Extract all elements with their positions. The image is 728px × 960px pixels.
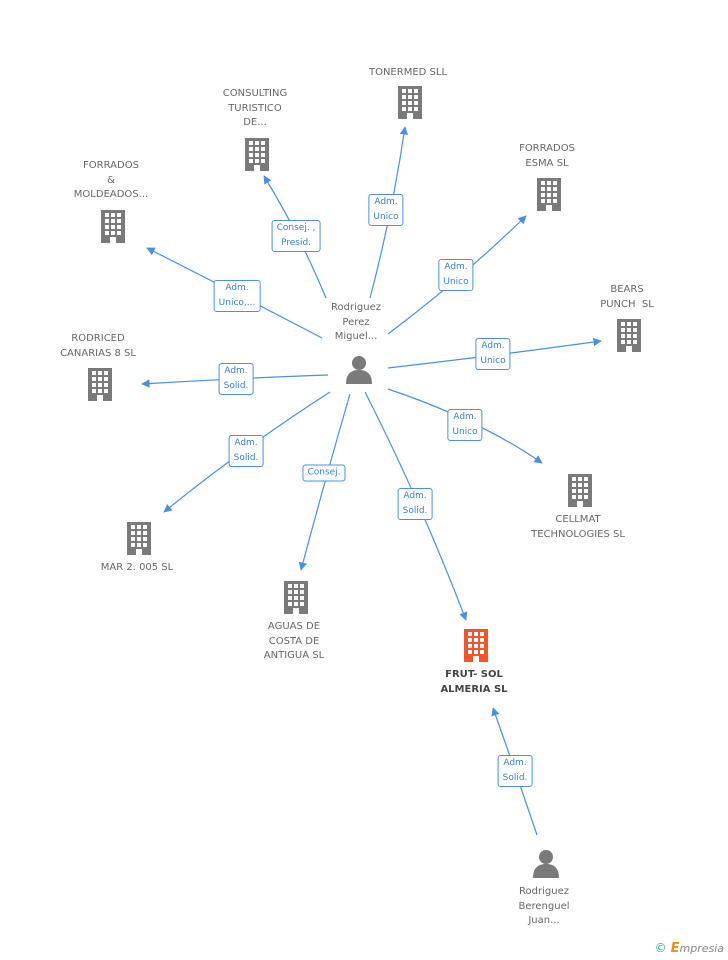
building-icon-forrados-moldeados[interactable] [98,209,128,247]
building-icon-cellmat[interactable] [565,473,595,511]
empresia-logo: ©Empresia [654,941,724,956]
node-label-aguas[interactable]: AGUAS DE COSTA DE ANTIGUA SL [263,621,325,661]
edge-role-label[interactable]: Adm. Unico,... [213,280,261,312]
edge-role-label[interactable]: Adm. Unico [438,259,474,291]
node-label-mar2005[interactable]: MAR 2. 005 SL [100,562,174,573]
edge-rodriguez-perez-to-aguas [298,393,351,571]
edge-role-label[interactable]: Adm. Unico [447,409,483,441]
edge-role-label[interactable]: Adm. Solid. [497,755,533,787]
edge-role-label[interactable]: Adm. Solid. [228,435,264,467]
building-icon-mar2005[interactable] [124,521,154,559]
person-icon-rodriguez-perez[interactable] [344,355,374,389]
edge-role-label[interactable]: Adm. Solid. [397,488,433,520]
edge-role-label[interactable]: Consej. , Presid. [271,220,321,252]
node-label-rodriced[interactable]: RODRICED CANARIAS 8 SL [60,333,136,359]
building-icon-frutsol[interactable] [461,628,491,666]
node-label-bears-punch[interactable]: BEARS PUNCH SL [600,284,654,310]
node-label-forrados-esma[interactable]: FORRADOS ESMA SL [519,143,575,169]
node-label-forrados-moldeados[interactable]: FORRADOS & MOLDEADOS... [73,160,149,200]
edge-role-label[interactable]: Consej. [302,464,346,482]
node-label-frutsol[interactable]: FRUT- SOL ALMERIA SL [440,669,508,695]
building-icon-aguas[interactable] [281,580,311,618]
copyright-icon: © [654,941,667,955]
building-icon-consulting[interactable] [242,137,272,175]
building-icon-rodriced[interactable] [85,367,115,405]
node-label-rodriguez-perez[interactable]: Rodriguez Perez Miguel... [331,302,381,342]
edge-role-label[interactable]: Adm. Solid. [218,363,254,395]
edge-role-label[interactable]: Adm. Unico [368,194,404,226]
building-icon-bears-punch[interactable] [614,318,644,356]
node-label-cellmat[interactable]: CELLMAT TECHNOLOGIES SL [531,514,625,540]
node-label-rodriguez-berenguel[interactable]: Rodriguez Berenguel Juan... [518,886,570,926]
building-icon-tonermed[interactable] [395,85,425,123]
building-icon-forrados-esma[interactable] [534,177,564,215]
person-icon-rodriguez-berenguel[interactable] [531,849,561,883]
node-label-consulting[interactable]: CONSULTING TURISTICO DE... [222,88,288,128]
edge-role-label[interactable]: Adm. Unico [475,338,511,370]
node-label-tonermed[interactable]: TONERMED SLL [368,67,448,78]
